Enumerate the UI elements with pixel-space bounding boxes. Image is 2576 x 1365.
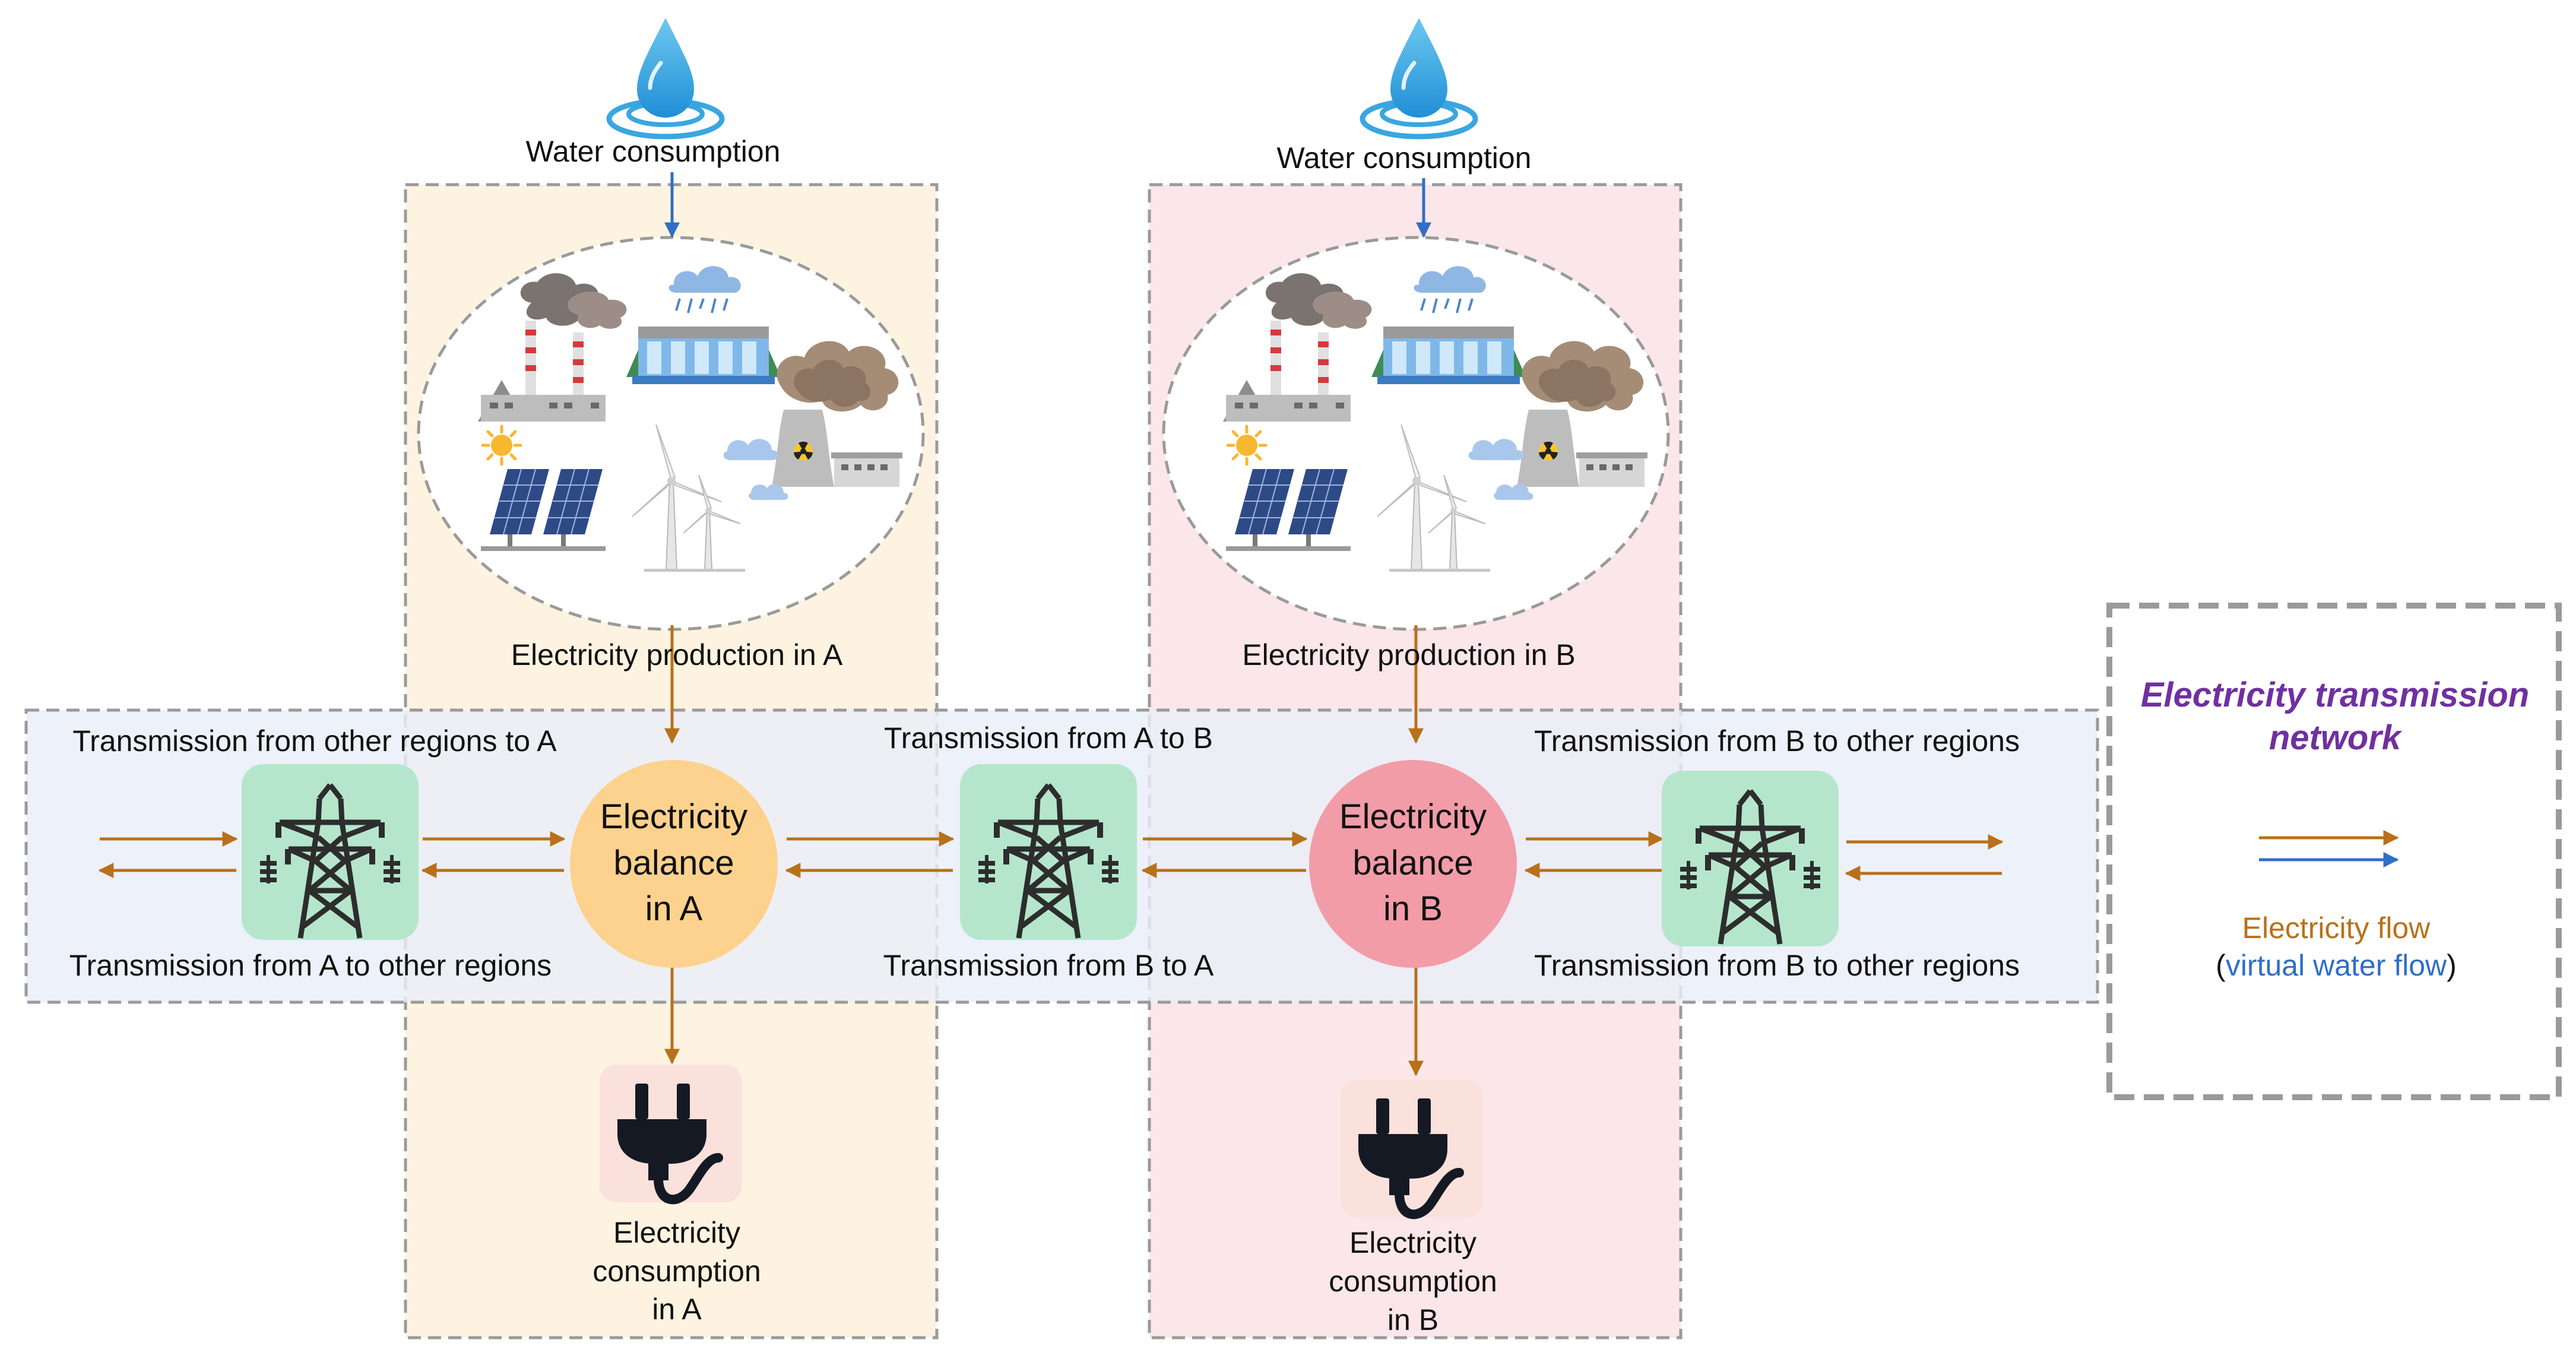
consumption-label-a: Electricity consumption in A bbox=[592, 1216, 761, 1326]
label-transmission-b-to-other-bottom: Transmission from B to other regions bbox=[1534, 949, 2020, 982]
balance-a-line-3: in A bbox=[645, 889, 703, 928]
consumption-a-line-3: in A bbox=[652, 1293, 702, 1326]
balance-b-line-2: balance bbox=[1352, 844, 1473, 882]
balance-b-line-3: in B bbox=[1383, 889, 1443, 928]
label-transmission-a-to-other: Transmission from A to other regions bbox=[69, 949, 552, 982]
legend-title-line-2: network bbox=[2269, 718, 2403, 757]
balance-circle-a bbox=[570, 760, 778, 968]
balance-a-line-1: Electricity bbox=[600, 797, 747, 836]
consumption-a-line-2: consumption bbox=[592, 1255, 761, 1288]
consumption-a-line-1: Electricity bbox=[613, 1216, 740, 1249]
production-label-b: Electricity production in B bbox=[1242, 638, 1575, 672]
legend-electricity-flow-label: Electricity flow bbox=[2242, 911, 2431, 945]
label-transmission-b-to-other-top: Transmission from B to other regions bbox=[1534, 724, 2020, 758]
label-transmission-other-to-a: Transmission from other regions to A bbox=[72, 724, 557, 758]
production-label-a: Electricity production in A bbox=[511, 638, 843, 672]
legend-box bbox=[2106, 603, 2562, 1100]
consumption-b-line-2: consumption bbox=[1329, 1265, 1497, 1298]
consumption-b-line-1: Electricity bbox=[1349, 1226, 1476, 1259]
legend-title-line-1: Electricity transmission bbox=[2141, 676, 2529, 714]
tower-box-left bbox=[242, 764, 419, 940]
tower-box-middle bbox=[960, 764, 1137, 940]
balance-label-a: Electricity balance in A bbox=[600, 797, 747, 928]
label-transmission-a-to-b: Transmission from A to B bbox=[884, 721, 1213, 755]
legend-water-flow-label: (virtual water flow) bbox=[2216, 949, 2457, 982]
balance-label-b: Electricity balance in B bbox=[1339, 797, 1487, 928]
consumption-b-line-3: in B bbox=[1387, 1303, 1438, 1337]
water-drop-icon bbox=[1363, 18, 1475, 137]
balance-a-line-2: balance bbox=[613, 844, 734, 882]
legend-virtual-water-flow: virtual water flow bbox=[2226, 949, 2447, 982]
label-transmission-b-to-a: Transmission from B to A bbox=[883, 949, 1214, 982]
consumption-label-b: Electricity consumption in B bbox=[1329, 1226, 1497, 1337]
legend-paren-close: ) bbox=[2447, 949, 2457, 982]
tower-box-right bbox=[1662, 771, 1839, 946]
water-consumption-label-a: Water consumption bbox=[526, 135, 781, 168]
legend-paren-open: ( bbox=[2216, 949, 2226, 982]
balance-circle-b bbox=[1309, 760, 1517, 968]
balance-b-line-1: Electricity bbox=[1339, 797, 1487, 836]
water-drop-icon bbox=[609, 18, 722, 137]
water-consumption-label-b: Water consumption bbox=[1277, 141, 1532, 175]
